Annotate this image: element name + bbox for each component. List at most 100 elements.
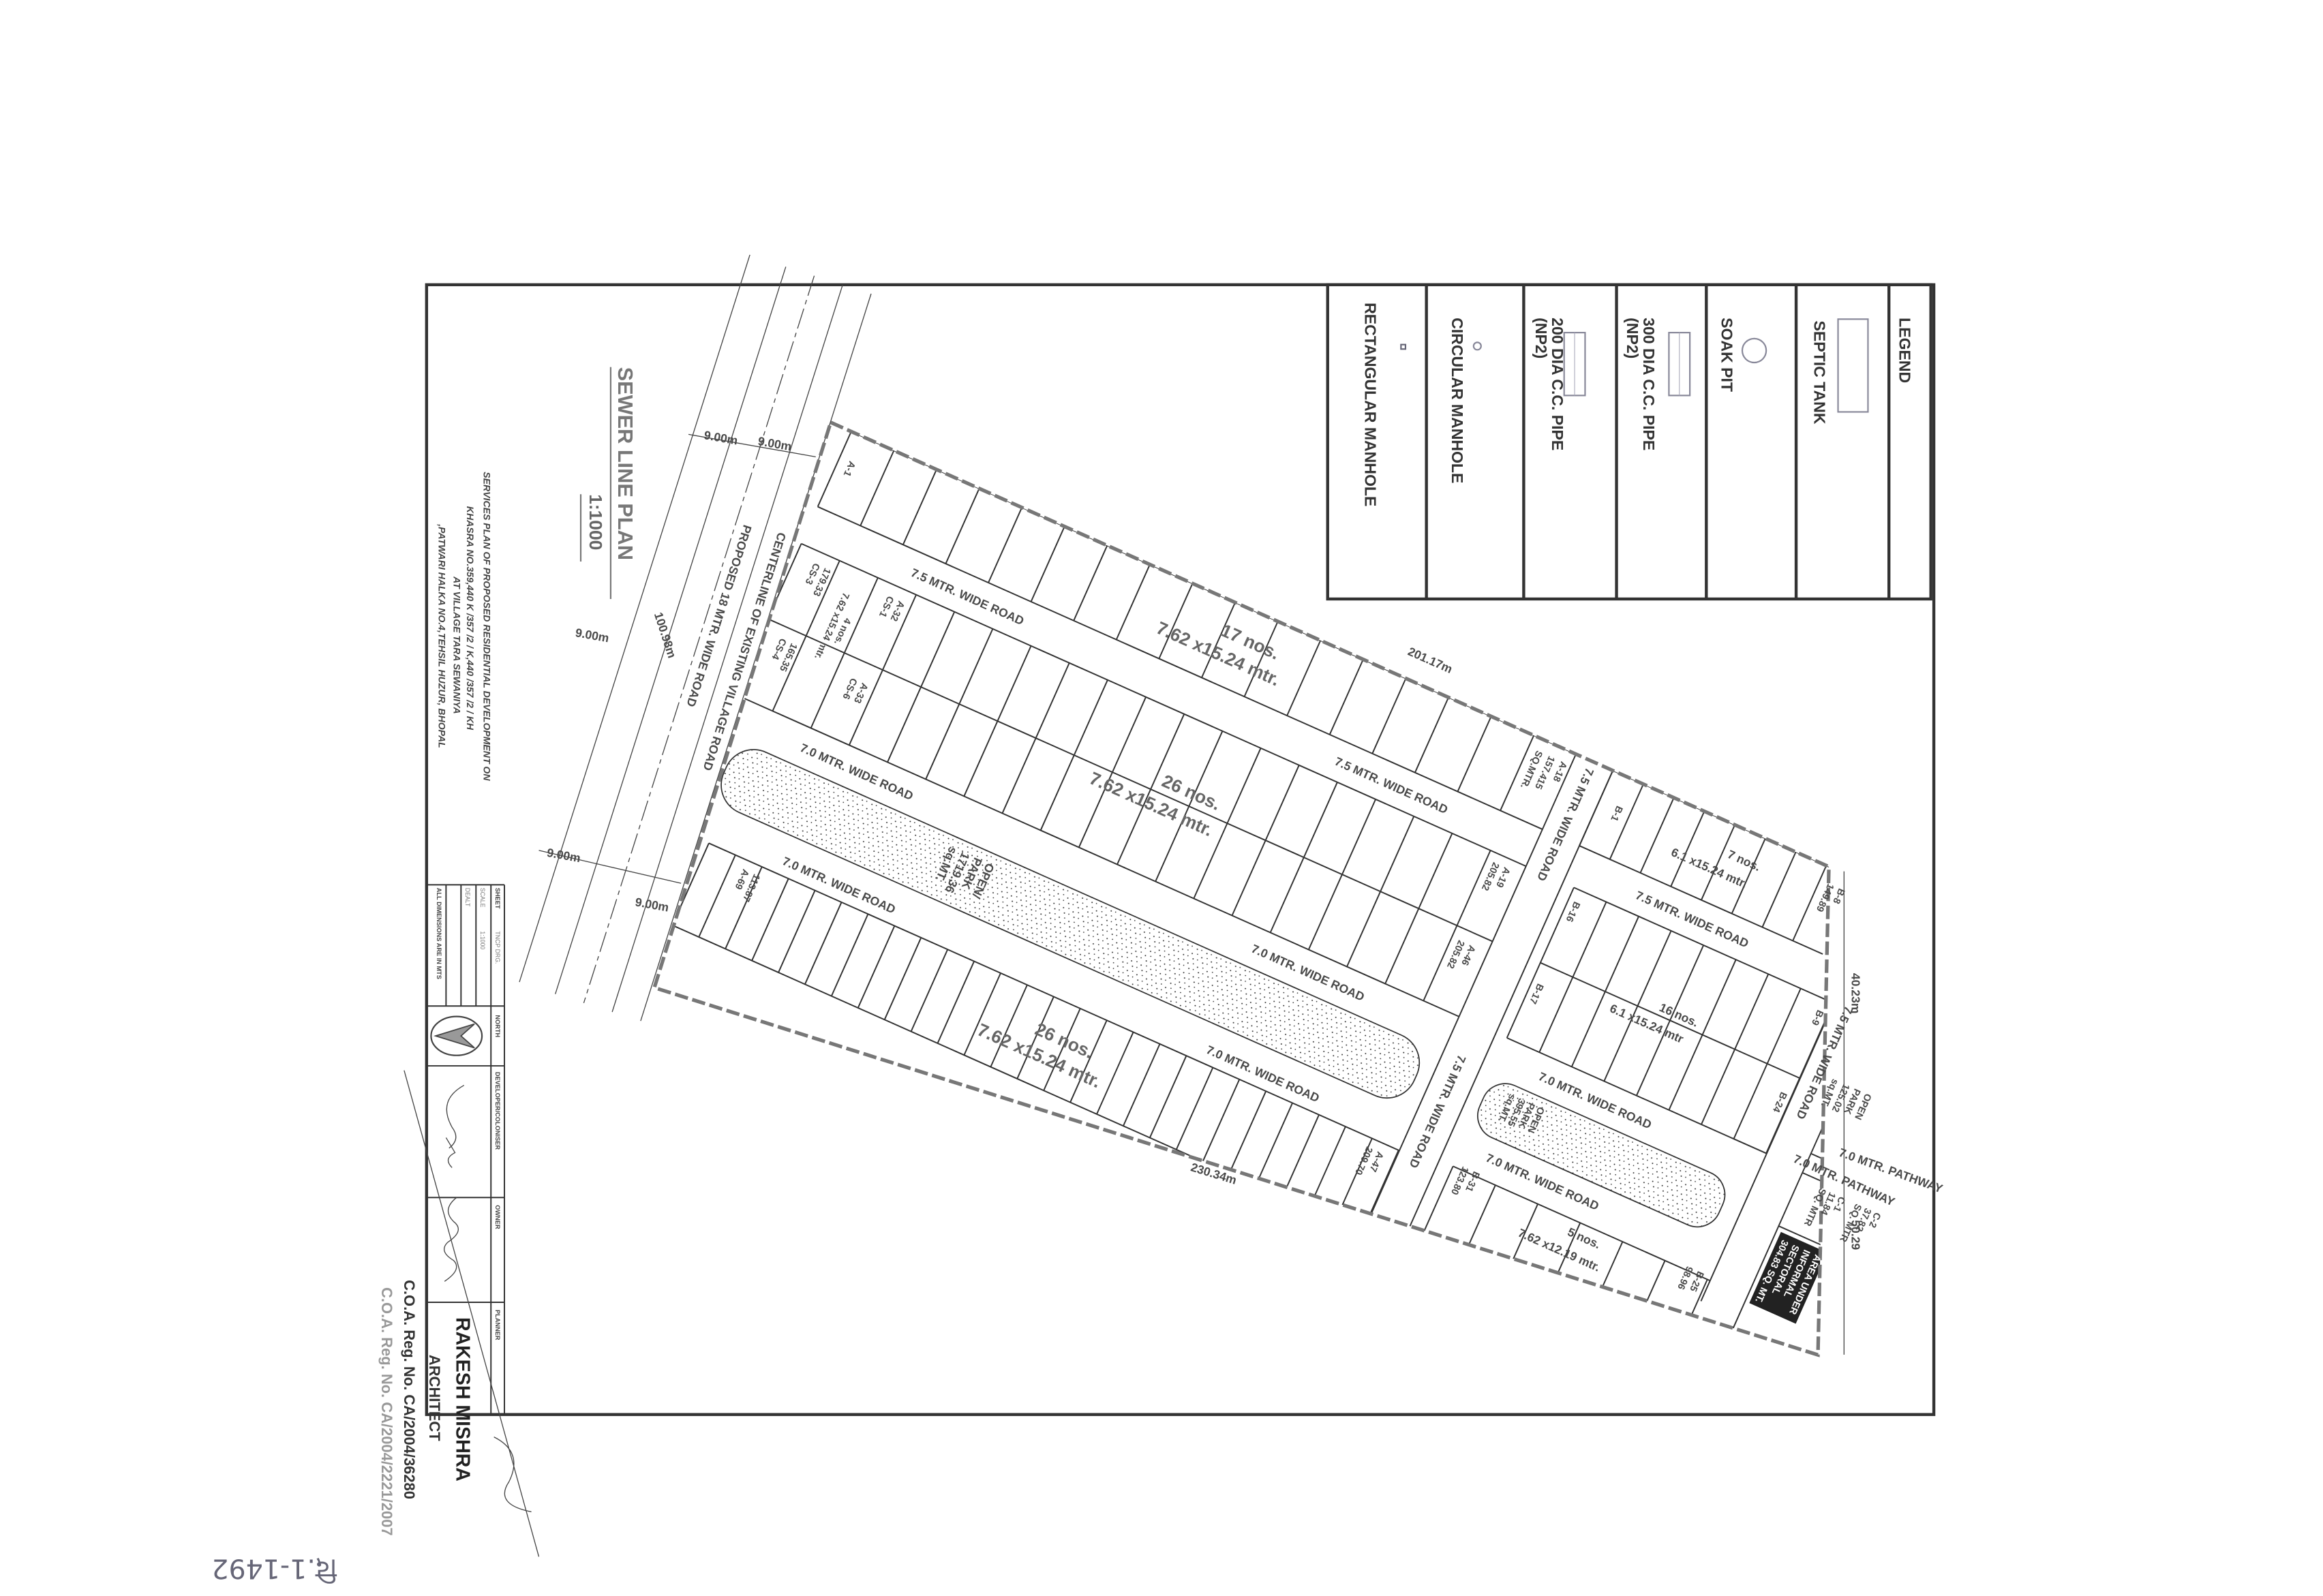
block-edge [708,842,1400,1152]
dimension-top: 201.17m [1406,645,1454,676]
plot-boundary [1078,696,1147,848]
plot-boundary [1155,731,1224,882]
road-width-2: 9.00m [757,434,792,453]
plot-boundary [1202,1079,1241,1162]
title-description-3: AT VILLAGE TARA SEWANIYA [451,576,462,714]
road-edge [1331,754,1577,1302]
plot-boundary [1634,1260,1666,1330]
plan-scale: 1:1000 [586,494,606,550]
plot-boundary [830,913,869,997]
title-description-1: SERVICES PLAN OF PROPOSED RESIDENTIAL DE… [481,472,492,781]
soak-pit-icon [1741,337,1767,364]
dimension-right-bottom: 50.29 [1849,1220,1862,1250]
plot-boundary [1193,748,1262,899]
road-7-5-label-1: 7.5 MTR. WIDE ROAD [909,566,1026,628]
sheet-value: TNCP DRG. [494,931,501,964]
legend-200-pipe-sub: (NP2) [1532,318,1550,358]
block-edge [733,693,1459,1017]
plot-boundary [1731,838,1766,915]
plot-boundary [945,488,980,564]
plot-boundary [810,577,879,728]
legend-300-pipe: 300 DIA C.C. PIPE [1640,318,1658,450]
plot-boundary [1346,816,1415,967]
plot-boundary [1307,799,1377,950]
stamp-name: RAKESH MISHRA [452,1317,474,1482]
sheet-label: SHEET [494,888,501,909]
plot-boundary [1701,824,1736,901]
developer-signature [445,1085,465,1168]
plot-boundary [1255,1103,1294,1186]
title-block: SERVICES PLAN OF PROPOSED RESIDENTIAL DE… [426,472,505,1415]
open-park-main [720,749,1421,1099]
scale-label: SCALE [479,888,486,908]
plot-boundary [1001,662,1070,814]
plot-boundary [751,878,789,962]
plot-boundary [1670,811,1705,887]
stamp-faint-line: C.O.A. Reg. No. CA/2004/2221/2007 [378,1287,395,1536]
architect-stamp: RAKESH MISHRA ARCHITECT C.O.A. Reg. No. … [378,1070,540,1557]
plot-boundary [1269,782,1338,933]
legend-300-pipe-sub: (NP2) [1624,318,1641,358]
block-edge [801,542,1527,867]
block-edge [1579,845,1823,955]
plot-boundary [698,855,736,938]
handwritten-note: दि.1-1492 [211,1553,337,1584]
plot-boundary [1096,1032,1134,1115]
legend-title: LEGEND [1896,318,1914,383]
plot-boundary [1609,784,1644,860]
plot-boundary [963,645,1032,797]
plot-boundary [1123,1043,1161,1126]
plot-boundary [1149,1055,1187,1138]
north-arrow-icon [430,1015,483,1056]
plot-grid [671,431,1898,1350]
road-7-5-label-b: 7.5 MTR. WIDE ROAD [1634,888,1751,950]
plot-boundary [1016,996,1054,1079]
plot-boundary [1158,583,1194,659]
planner-label: PLANNER [494,1310,501,1340]
plot-boundary [1457,716,1492,792]
plot-boundary [1733,988,1802,1139]
plot-a1: A-1 [841,459,857,478]
title-description-4: ,PATWARI HALKA NO.4,TEHSIL HUZUR, BHOPAL [436,523,447,748]
plot-boundary [860,450,895,526]
plot-boundary [1328,659,1364,735]
plot-boundary [1231,765,1300,916]
plot-boundary [1286,640,1322,716]
plot-boundary [1030,526,1065,602]
plot-boundary [910,949,949,1032]
legend: LEGEND SEPTIC TANK SOAK PIT 300 DIA C.C.… [1326,283,1932,601]
dimension-right-top: 40.23m [1849,973,1862,1014]
road-7-5-label-2: 7.5 MTR. WIDE ROAD [1333,754,1450,816]
plot-boundary [848,594,917,746]
plot-boundary [937,961,975,1044]
north-label: NORTH [494,1015,501,1037]
block-edge [817,506,1543,830]
road-width-4: 9.00m [546,846,581,865]
scale-value: 1:1000 [479,931,486,949]
plot-boundary [1175,1067,1214,1150]
legend-septic-tank: SEPTIC TANK [1810,321,1828,425]
legend-200-pipe: 200 DIA C.C. PIPE [1549,318,1566,450]
drawing-frame [425,283,1936,1416]
septic-tank-icon [1837,318,1869,413]
plot-boundary [963,972,1001,1056]
pipe-200-icon [1563,331,1586,397]
plot-boundary [1701,973,1770,1125]
proposed-18m-road: PROPOSED 18 MTR. WIDE ROAD CENTERLINE OF… [519,254,872,1022]
plot-boundary [778,890,816,973]
plot-boundary [1500,735,1535,811]
plot-boundary [1228,1090,1267,1173]
plan-title: SEWER LINE PLAN [613,367,637,560]
plot-boundary [1281,1114,1320,1197]
plot-b9: B-9 [1809,1008,1825,1027]
plot-boundary [887,611,956,763]
plot-boundary [1371,678,1407,754]
plot-boundary [925,628,994,780]
plot-boundary [1069,1019,1108,1103]
road-width-3: 9.00m [575,626,610,645]
plot-boundary [1792,865,1827,941]
title-description-2: KHASRA NO.359,440 K /357 /2 / K,440 /357… [465,506,476,731]
plot-boundary [883,937,922,1020]
architect-signature [404,1070,540,1557]
